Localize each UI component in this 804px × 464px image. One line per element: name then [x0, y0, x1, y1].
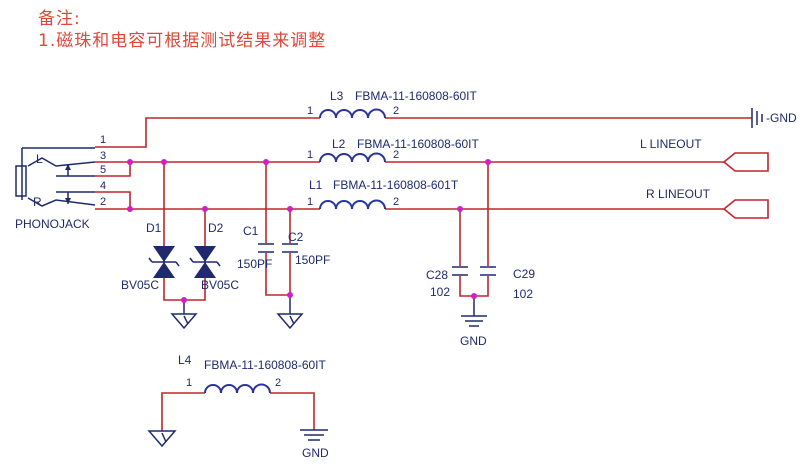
jack-pin-3: 3 [100, 150, 106, 162]
l4-pin2: 2 [275, 377, 281, 389]
c28-ref: C28 [426, 268, 448, 282]
gnd-top: -GND [751, 108, 797, 128]
gnd-l4-label: GND [302, 446, 329, 460]
note-title: 备注: [38, 9, 81, 29]
l1-value: FBMA-11-160808-601T [333, 178, 459, 192]
wires [95, 117, 752, 431]
l1-pin1: 1 [307, 196, 313, 208]
d1-ref: D1 [146, 221, 162, 235]
capacitor-c2: C2 150PF [282, 230, 330, 267]
jack-left-mark: L [36, 152, 43, 166]
c2-value: 150PF [295, 253, 330, 267]
junctions [127, 159, 491, 303]
l4-pin1: 1 [186, 377, 192, 389]
l2-ref: L2 [332, 137, 346, 151]
c2-ref: C2 [288, 230, 304, 244]
phono-jack: L R 1 3 5 4 2 PHONOJACK [15, 134, 106, 231]
bead-l2: 1 2 L2 FBMA-11-160808-60IT [307, 137, 480, 163]
d2-value: BV05C [201, 278, 239, 292]
capacitor-c1: C1 150PF [237, 224, 274, 271]
gnd-l4-right: GND [300, 429, 329, 460]
c29-value: 102 [513, 287, 533, 301]
capacitor-c29: C29 102 [480, 266, 535, 301]
l3-value: FBMA-11-160808-60IT [355, 89, 478, 103]
gnd-caps-label: GND [460, 334, 487, 348]
diode-d1: D1 BV05C [121, 221, 180, 292]
bead-l3: 1 2 L3 FBMA-11-160808-60IT [307, 89, 478, 119]
jack-name: PHONOJACK [15, 217, 90, 231]
l4-ref: L4 [178, 353, 192, 367]
c1-ref: C1 [243, 224, 259, 238]
c1-value: 150PF [237, 257, 272, 271]
jack-pin-5: 5 [100, 164, 106, 176]
jack-pin-4: 4 [100, 180, 106, 192]
jack-right-mark: R [33, 195, 42, 209]
gnd-caps-c28c29: GND [460, 296, 487, 348]
note-line: 1.磁珠和电容可根据测试结果来调整 [38, 31, 327, 51]
diode-d2: D2 BV05C [189, 221, 239, 292]
port-r-lineout: R LINEOUT [646, 187, 769, 219]
l3-ref: L3 [330, 89, 344, 103]
gnd-top-label: -GND [766, 111, 797, 125]
l1-ref: L1 [309, 178, 323, 192]
l3-pin2: 2 [393, 105, 399, 117]
c29-ref: C29 [513, 267, 535, 281]
gnd-diodes [170, 300, 198, 330]
l2-pin1: 1 [307, 149, 313, 161]
l-lineout-label: L LINEOUT [640, 137, 702, 151]
l3-pin1: 1 [307, 105, 313, 117]
l4-value: FBMA-11-160808-60IT [204, 358, 327, 372]
c28-value: 102 [430, 285, 450, 299]
l2-value: FBMA-11-160808-60IT [357, 137, 480, 151]
d1-value: BV05C [121, 278, 159, 292]
bead-l4: 1 2 L4 FBMA-11-160808-60IT [178, 353, 327, 394]
l2-pin2: 2 [393, 149, 399, 161]
port-l-lineout: L LINEOUT [640, 137, 769, 172]
capacitor-c28: C28 102 [426, 266, 468, 299]
gnd-caps-c1c2 [276, 295, 304, 330]
jack-pin-2: 2 [100, 196, 106, 208]
bead-l1: 1 2 L1 FBMA-11-160808-601T [307, 178, 459, 210]
d2-ref: D2 [208, 221, 224, 235]
gnd-l4-left [147, 430, 177, 448]
l1-pin2: 2 [393, 196, 399, 208]
jack-pin-1: 1 [100, 134, 106, 146]
r-lineout-label: R LINEOUT [646, 187, 711, 201]
